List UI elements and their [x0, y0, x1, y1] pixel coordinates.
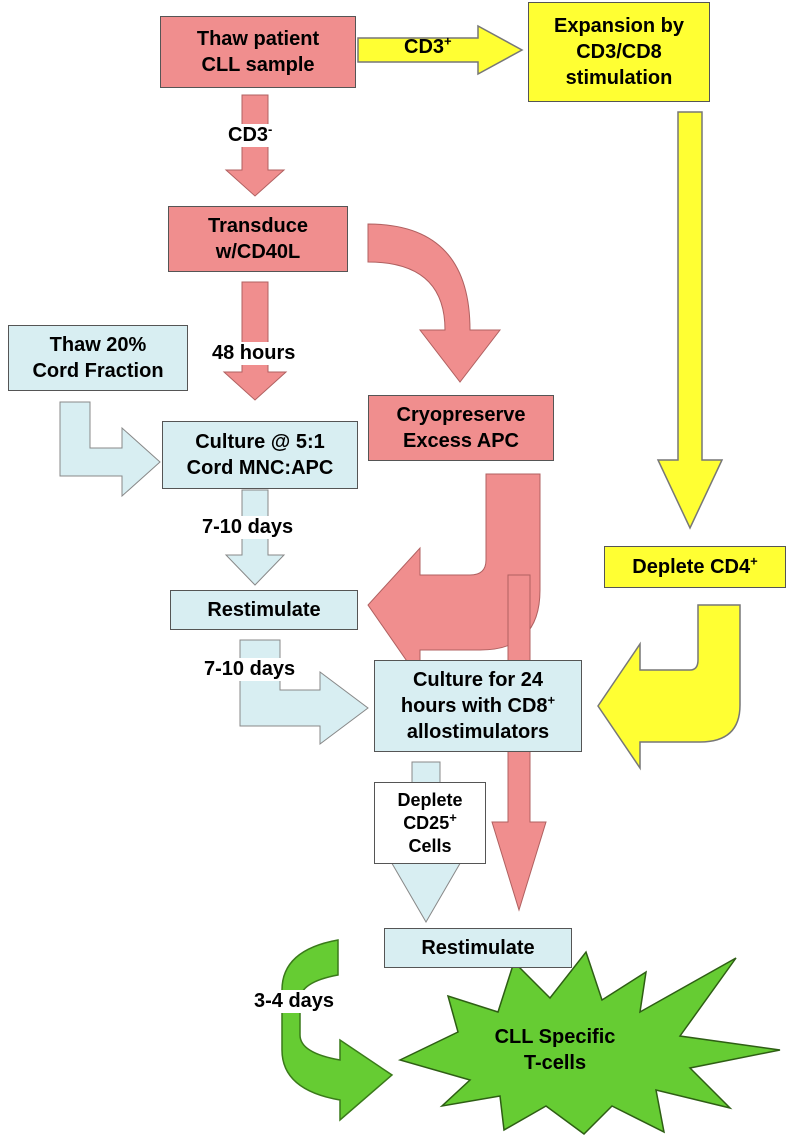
arrow-3-4-days	[281, 939, 394, 1122]
cryopreserve-line-2: Excess APC	[403, 430, 519, 452]
arrow-cryo-to-restim	[367, 473, 541, 682]
expansion-line-2: CD3/CD8	[576, 41, 662, 63]
cryopreserve-line-1: Cryopreserve	[396, 404, 526, 426]
hours-48-label: 48 hours	[210, 342, 298, 365]
final-line-1: CLL Specific	[494, 1026, 616, 1048]
arrow-cd3-positive	[357, 24, 524, 76]
days-710-label-b: 7-10 days	[202, 658, 298, 681]
arrow-transduce-to-cryo	[367, 223, 502, 383]
cd3-positive-sup: +	[444, 33, 452, 49]
deplete-cd4-box: Deplete CD4+	[604, 546, 786, 588]
deplete-cd25-line-1: Deplete	[397, 789, 463, 810]
arrow-expansion-down	[656, 111, 724, 530]
thaw-patient-line-1: Thaw patient	[196, 28, 320, 50]
culture-5-1-line-1: Culture @ 5:1	[195, 431, 325, 453]
transduce-line-1: Transduce	[207, 215, 309, 237]
transduce-box: Transduce w/CD40L	[168, 206, 348, 272]
culture-24-sup: +	[547, 692, 556, 708]
thaw-cord-line-2: Cord Fraction	[32, 360, 164, 382]
deplete-cd25-sup: +	[449, 809, 457, 825]
culture-24-line-2: hours with CD8+	[401, 693, 555, 719]
deplete-cd25-line-2-text: CD25	[403, 812, 450, 833]
days-710-label-a: 7-10 days	[200, 516, 296, 539]
thaw-patient-box: Thaw patient CLL sample	[160, 16, 356, 88]
transduce-line-2: w/CD40L	[215, 241, 301, 263]
cd3-negative-label: CD3-	[226, 121, 275, 147]
culture-5-1-box: Culture @ 5:1 Cord MNC:APC	[162, 421, 358, 489]
cd3-positive-label: CD3+	[404, 33, 452, 59]
deplete-cd25-line-3: Cells	[408, 835, 452, 856]
restimulate-box-1: Restimulate	[170, 590, 358, 630]
deplete-cd4-text: Deplete CD4+	[632, 554, 757, 580]
expansion-box: Expansion by CD3/CD8 stimulation	[528, 2, 710, 102]
culture-5-1-line-2: Cord MNC:APC	[186, 457, 334, 479]
culture-24-line-1: Culture for 24	[412, 669, 544, 691]
arrow-cd4-to-culture	[597, 604, 741, 771]
thaw-patient-line-2: CLL sample	[201, 54, 315, 76]
final-line-2: T-cells	[523, 1052, 587, 1074]
restimulate-1-label: Restimulate	[207, 599, 321, 621]
culture-24-box: Culture for 24 hours with CD8+ allostimu…	[374, 660, 582, 752]
cd3-negative-sup: -	[268, 121, 273, 137]
arrow-restim-to-culture	[239, 639, 369, 745]
deplete-cd4-sup: +	[750, 553, 758, 569]
deplete-cd25-box: Deplete CD25+ Cells	[374, 782, 486, 864]
thaw-cord-box: Thaw 20% Cord Fraction	[8, 325, 188, 391]
arrow-cord-to-culture	[59, 401, 161, 498]
culture-24-line-2-text: hours with CD8	[400, 695, 548, 717]
restimulate-2-label: Restimulate	[421, 937, 535, 959]
restimulate-box-2: Restimulate	[384, 928, 572, 968]
cd3-positive-text: CD3	[404, 36, 445, 58]
deplete-cd4-label: Deplete CD4	[632, 556, 751, 578]
cd3-negative-text: CD3	[228, 124, 269, 146]
final-label: CLL Specific T-cells	[440, 1024, 670, 1076]
culture-24-line-3: allostimulators	[406, 721, 550, 743]
cryopreserve-box: Cryopreserve Excess APC	[368, 395, 554, 461]
arrow-48-hours	[222, 281, 288, 401]
expansion-line-1: Expansion by	[553, 15, 685, 37]
expansion-line-3: stimulation	[565, 67, 673, 89]
days-34-label: 3-4 days	[252, 990, 337, 1013]
thaw-cord-line-1: Thaw 20%	[49, 334, 147, 356]
deplete-cd25-line-2: CD25+	[403, 809, 457, 835]
